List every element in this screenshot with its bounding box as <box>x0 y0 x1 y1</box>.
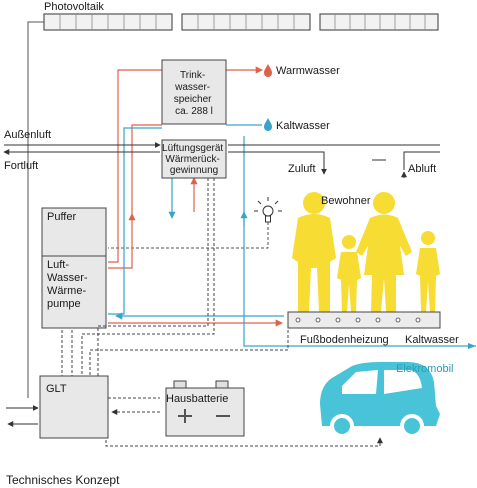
hot-water-pipes <box>108 66 283 327</box>
battery-icon <box>165 380 245 437</box>
fussbodenheizung-box <box>287 311 441 329</box>
light-control-line <box>108 222 269 249</box>
photovoltaik-label: Photovoltaik <box>44 1 104 13</box>
lueftungsgeraet-box <box>161 139 227 179</box>
fortluft-label: Fortluft <box>4 160 38 172</box>
family-icon <box>292 192 440 312</box>
zuluft-label: Zuluft <box>288 163 316 175</box>
trinkwasserspeicher-box <box>161 59 227 125</box>
aussenluft-label: Außenluft <box>4 129 51 141</box>
cold-inlet-arrow <box>468 343 476 349</box>
lueftungsgeraet-label: Lüftungsgerät Wärmerück- gewinnung <box>162 143 226 176</box>
photovoltaik-panels <box>43 13 439 31</box>
solar-panel-icon <box>319 13 439 31</box>
glt-label: GLT <box>46 383 67 395</box>
waermepumpe-label: Luft- Wasser- Wärme- pumpe <box>47 259 91 310</box>
warmwasser-label: Warmwasser <box>276 65 340 77</box>
light-bulb-icon <box>254 197 282 223</box>
puffer-box <box>41 207 107 257</box>
warm-drop-icon <box>264 64 272 77</box>
fussbodenheizung-label: Fußbodenheizung <box>300 334 389 346</box>
trinkwasserspeicher-label: Trink- wasser- speicher ca. 288 l <box>174 70 215 117</box>
caption: Technisches Konzept <box>6 473 120 487</box>
elektromobil-label: Elekromobil <box>396 363 453 375</box>
abluft-label: Abluft <box>408 163 436 175</box>
hausbatterie-label: Hausbatterie <box>166 393 228 405</box>
glt-box <box>39 375 109 439</box>
puffer-label: Puffer <box>47 211 76 223</box>
air-ducts <box>3 142 440 178</box>
glt-external-lines <box>6 405 39 427</box>
car-icon <box>320 362 440 438</box>
kaltwasser-top-label: Kaltwasser <box>276 120 330 132</box>
cold-water-pipes <box>108 124 476 347</box>
cold-drop-icon <box>264 118 272 131</box>
solar-panel-icon <box>181 13 311 31</box>
pv-cable <box>27 21 44 398</box>
floor-heating-loops <box>295 317 421 323</box>
kaltwasser-bottom-label: Kaltwasser <box>405 334 459 346</box>
bewohner-label: Bewohner <box>321 195 371 207</box>
solar-panel-icon <box>43 13 173 31</box>
waermepumpe-box <box>41 255 107 329</box>
